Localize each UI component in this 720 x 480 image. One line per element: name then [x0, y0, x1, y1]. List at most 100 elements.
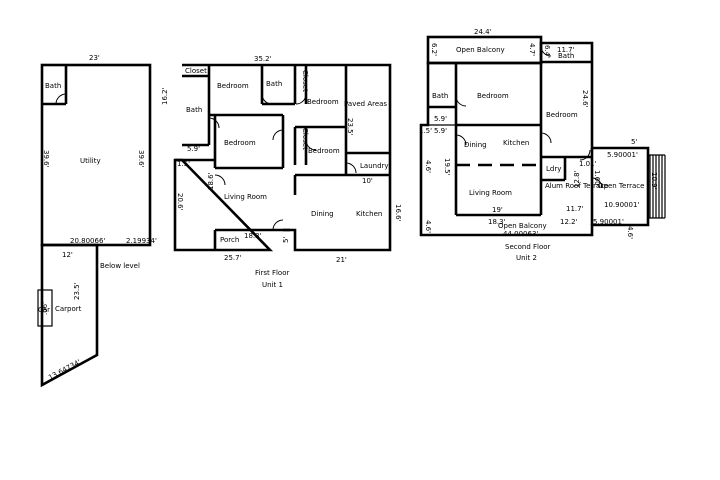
sf-top-dim: 24.4'	[474, 28, 492, 36]
ff-kitchen-label: Kitchen	[356, 210, 382, 218]
utility-building: Bath Utility Carport Car Below level 23'…	[37, 54, 157, 388]
sf-dining-label: Dining	[464, 141, 487, 149]
ff-closet-top-label: Closet	[185, 67, 207, 75]
utility-outline	[40, 63, 152, 247]
ff-left-c-dim: 1.5'	[177, 160, 190, 168]
sf-bot-d-dim: 5.90001'	[593, 218, 624, 226]
sf-kitchen-label: Kitchen	[503, 139, 529, 147]
ff-porch-w-dim: 18.3'	[244, 232, 262, 240]
ff-inner-dim: 18.6'	[207, 172, 215, 190]
ff-porch-h-dim: 5'	[282, 237, 290, 243]
sf-ldry-b-dim: 1.60'	[593, 170, 601, 188]
utility-bottom-left-dim: 20.80066'	[70, 237, 105, 245]
sf-terrace-w-dim: 11.7'	[566, 205, 584, 213]
ff-closet-vert2-label: Closet	[301, 128, 309, 150]
ff-bottom-right-dim: 21'	[336, 256, 347, 264]
sf-bot-a-dim: 18.3'	[488, 218, 506, 226]
ff-left-a-dim: 16.2'	[161, 87, 169, 105]
sf-bedroom2-door	[579, 149, 591, 161]
ff-laundry-w-dim: 10'	[362, 177, 373, 185]
sf-bedroom-right-label: Bedroom	[546, 111, 578, 119]
sf-bath-w-dim: 11.7'	[557, 46, 575, 54]
sf-open-b-dim: 10.90001'	[604, 201, 639, 209]
sf-open-a-dim: 5.90001'	[607, 151, 638, 159]
ff-bath-top-label: Bath	[266, 80, 282, 88]
sf-left-a-dim: 5.9'	[434, 115, 447, 123]
sf-open-terrace-label: Open Terrace	[598, 182, 644, 190]
utility-right-dim: 39.6'	[137, 150, 145, 168]
utility-bath-door	[55, 93, 67, 105]
below-level-label: Below level	[100, 262, 140, 270]
utility-left-dim: 39.6'	[42, 150, 50, 168]
ff-living-room-label: Living Room	[224, 193, 267, 201]
sf-terrace-door	[591, 177, 603, 189]
ff-entry-door	[272, 219, 284, 231]
ff-mid-door	[305, 139, 317, 151]
sf-open-c-dim: 10.9'	[650, 172, 658, 190]
sf-caption-line2: Unit 2	[516, 254, 537, 262]
sf-caption-line1: Second Floor	[505, 243, 551, 251]
carport-side-dim: 23.5'	[73, 282, 81, 300]
sf-ldry-label: Ldry	[546, 165, 561, 173]
sf-terrace-h-dim: 12.8'	[573, 170, 581, 188]
second-floor-unit-2: Open Balcony Bath Bath Bedroom Bedroom D…	[419, 28, 666, 262]
ff-left-d-dim: 20.6'	[176, 193, 184, 211]
ff-paved-areas-label: Paved Areas	[344, 100, 387, 108]
ff-left-b-dim: 5.9'	[187, 145, 200, 153]
sf-bot-b-dim: 44.00063'	[503, 230, 538, 238]
utility-top-dim: 23'	[89, 54, 100, 62]
ff-caption-line1: First Floor	[255, 269, 289, 277]
sf-left-b-dim: 1.5'	[419, 127, 432, 135]
sf-bot-c-dim: 12.2'	[560, 218, 578, 226]
sf-living-room-label: Living Room	[469, 189, 512, 197]
sf-open-balcony-bottom-label: Open Balcony	[498, 222, 547, 230]
sf-alum-roof-terrace-label: Alum Roof Terrace	[545, 182, 609, 190]
sf-bath-h-dim: 6.4'	[543, 45, 551, 58]
ff-top-dim: 35.2'	[254, 55, 272, 63]
sf-bedroom-door	[540, 132, 552, 144]
sf-open-balcony-top-label: Open Balcony	[456, 46, 505, 54]
utility-bath-label: Bath	[45, 82, 61, 90]
sf-left-e-dim: 4.6'	[424, 220, 432, 233]
sf-left-f-dim: 4.6'	[424, 160, 432, 173]
ff-bedroom-top-label: Bedroom	[217, 82, 249, 90]
sf-open-top-dim: 5'	[631, 138, 637, 146]
ff-bed2-door	[272, 129, 284, 141]
ff-bath-door	[208, 117, 220, 129]
ff-bedroom-right-label: Bedroom	[307, 98, 339, 106]
ff-laundry-door	[345, 162, 357, 174]
carport-top-dim: 12'	[62, 251, 73, 259]
carport-car-box	[37, 289, 53, 327]
ff-bedroom-small-label: Bedroom	[308, 147, 340, 155]
ff-bath-left-label: Bath	[186, 106, 202, 114]
carport-small-dim: .06'	[41, 302, 49, 315]
sf-bath-top-label: Bath	[558, 52, 574, 60]
ff-closet-door	[295, 93, 307, 105]
ff-right-dim: 16.6'	[394, 204, 402, 222]
ff-living-door	[214, 174, 226, 186]
sf-left-c-dim: 5.9'	[434, 127, 447, 135]
sf-left-d-dim: 19.5'	[443, 158, 451, 176]
sf-inner-w-dim: 19'	[492, 206, 503, 214]
sf-living-door	[455, 134, 467, 146]
ff-bedroom-door	[261, 92, 273, 105]
carport-outline	[40, 243, 99, 388]
ff-bottom-left-dim: 25.7'	[224, 254, 242, 262]
sf-balcony-h-dim: 6.2'	[430, 43, 438, 56]
sf-bath-door	[455, 95, 467, 107]
utility-room-label: Utility	[80, 157, 101, 165]
ff-closet-vert1-label: Closet	[301, 70, 309, 92]
ff-porch-label: Porch	[220, 236, 239, 244]
carport-diag-dim: 13.64734'	[47, 358, 82, 382]
sf-bedroom-h-dim: 24.6'	[581, 90, 589, 108]
sf-right-h-dim: 4.6'	[626, 226, 634, 239]
sf-ldry-a-dim: 1.01'	[579, 160, 597, 168]
utility-bottom-right-dim: 2.19934'	[126, 237, 157, 245]
sf-stairs	[648, 154, 666, 219]
ff-laundry-label: Laundry	[360, 162, 389, 170]
sf-balcony-side-dim: 4.7'	[528, 43, 536, 56]
first-floor-unit-1: Closet Bath Bedroom Bath Closet Bedroom …	[161, 55, 402, 289]
ff-dining-label: Dining	[311, 210, 334, 218]
carport-car-label: Car	[38, 306, 50, 314]
